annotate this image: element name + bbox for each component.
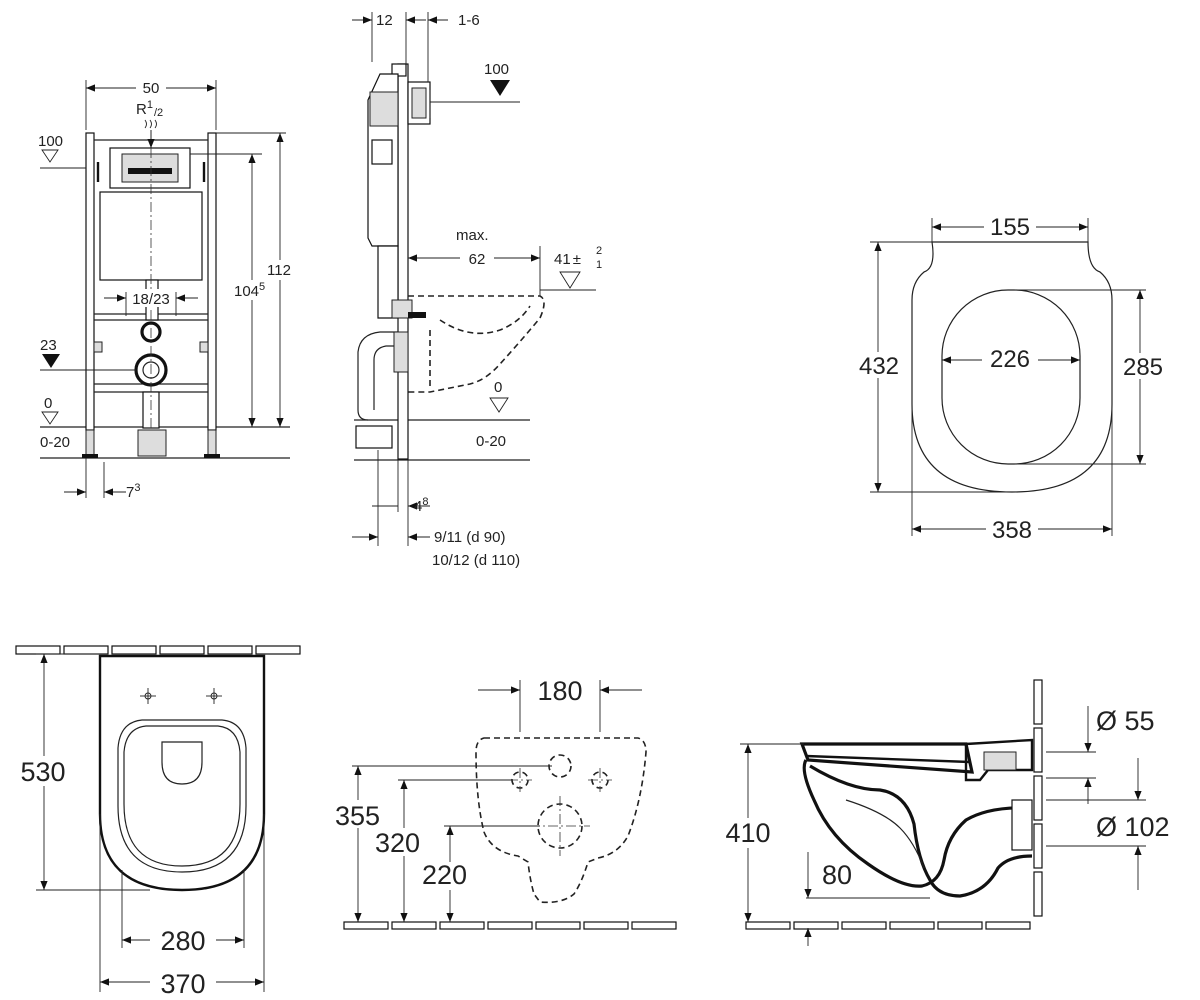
floor-range-label: 0-20 [40, 434, 70, 451]
offset-label: 73 [126, 482, 140, 501]
height-104-label: 1045 [234, 281, 265, 300]
tolerance-plus-label: 2 [596, 245, 602, 257]
bolt-spacing-label: 180 [537, 676, 582, 706]
bowl-side-view: 410 80 Ø 55 Ø 102 [718, 679, 1170, 946]
bottom-b1-label: 9/11 (d 90) [434, 529, 505, 546]
side-wall-strip [1033, 679, 1043, 917]
back-view: 180 355 320 220 [334, 676, 677, 930]
height-320-label: 320 [375, 828, 420, 858]
bowl-length-label: 530 [20, 757, 65, 787]
seat-length-label: 432 [859, 353, 899, 380]
height-112-label: 112 [267, 262, 291, 279]
connection-label: R1/2 [136, 99, 163, 119]
level-100-label: 100 [38, 133, 63, 150]
tolerance-minus-label: 1 [596, 259, 602, 271]
side-height-label: 410 [725, 818, 770, 848]
seat-inner-length-label: 285 [1123, 354, 1163, 381]
bottom-b2-label: 10/12 (d 110) [432, 552, 520, 569]
bottom-a-label: 48 [414, 496, 428, 515]
height-355-label: 355 [335, 801, 380, 831]
frame-front-view: 50 R1/2 100 1045 112 18/23 23 0 0-20 [38, 78, 296, 501]
level-0-label: 0 [44, 395, 52, 412]
frame-side-view: 12 1-6 100 max. 62 41± 2 1 0 0-20 48 9/1… [352, 12, 602, 569]
seat-width-top-label: 155 [990, 214, 1030, 241]
top-range-label: 1-6 [458, 12, 480, 29]
level-23-label: 23 [40, 337, 57, 354]
seat-inner-width-label: 226 [990, 346, 1030, 373]
bolt-marks [140, 688, 222, 704]
side-floor-range-label: 0-20 [476, 433, 506, 450]
side-floor-strip [745, 921, 1031, 930]
back-holes [508, 754, 612, 856]
seat-view: 155 432 226 285 358 [854, 214, 1168, 544]
top-width-label: 12 [376, 12, 393, 29]
bowl-inner-width-label: 280 [160, 926, 205, 956]
inlet-diameter-label: Ø 55 [1096, 706, 1155, 736]
side-level-0-label: 0 [494, 379, 502, 396]
wall-strip [15, 645, 301, 655]
floor-strip [343, 921, 677, 930]
spacing-label: 18/23 [132, 291, 170, 308]
max-value-label: 62 [469, 251, 486, 268]
outlet-diameter-label: Ø 102 [1096, 812, 1170, 842]
bowl-outer-width-label: 370 [160, 969, 205, 999]
tolerance-label: 41± [554, 251, 581, 268]
max-label: max. [456, 227, 489, 244]
floor-offset-label: 80 [822, 860, 852, 890]
height-220-label: 220 [422, 860, 467, 890]
seat-width-bottom-label: 358 [992, 517, 1032, 544]
frame-width-label: 50 [143, 80, 160, 97]
side-level-100-label: 100 [484, 61, 509, 78]
bowl-top-view: 530 280 370 [14, 645, 301, 999]
